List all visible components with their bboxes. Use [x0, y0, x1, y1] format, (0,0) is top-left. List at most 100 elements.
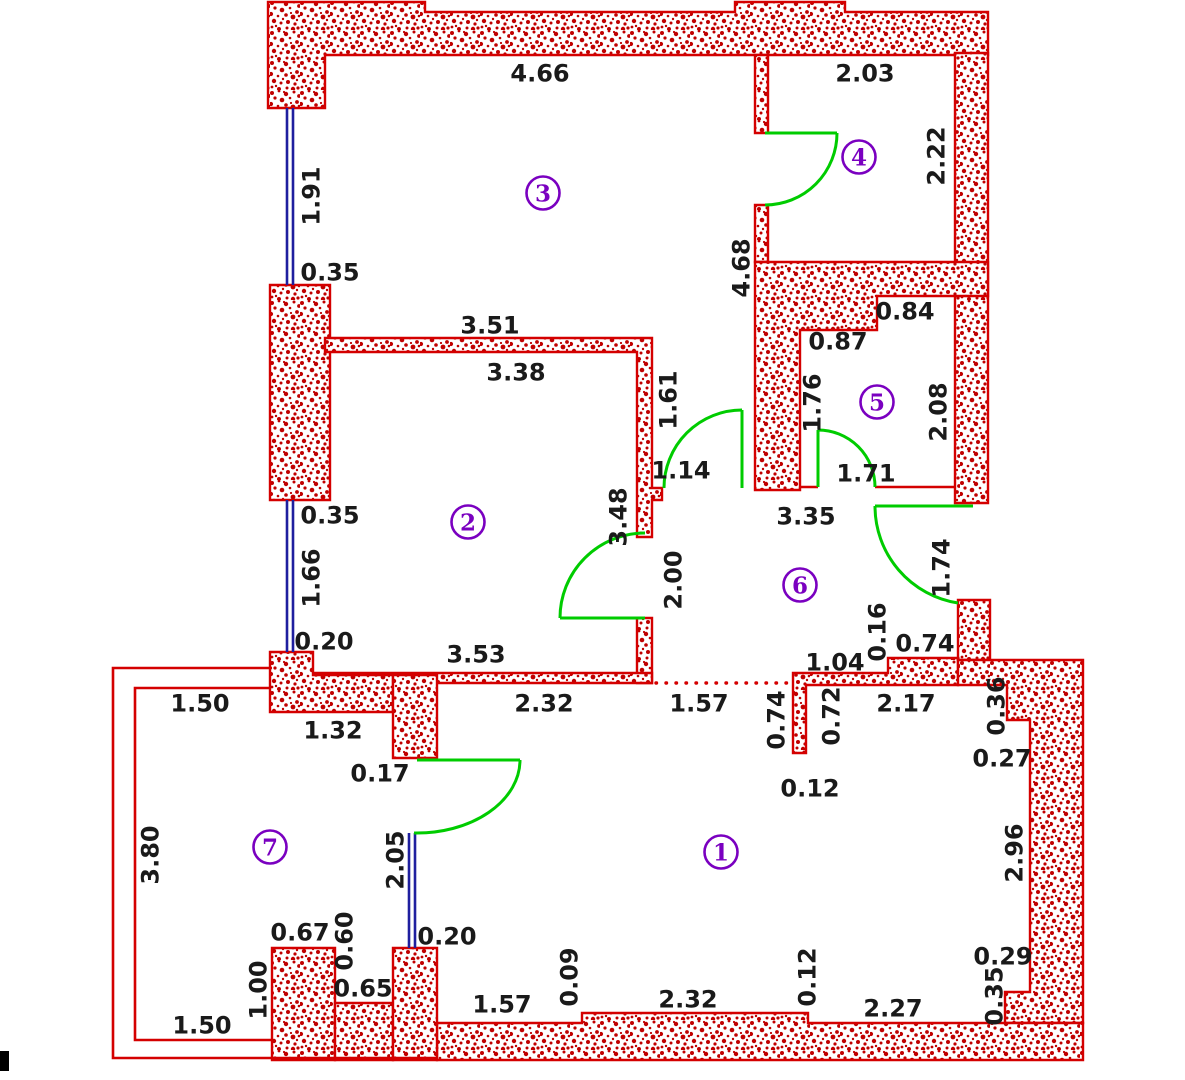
dimension-label: 1.32 [303, 717, 362, 745]
dimension-label: 1.66 [298, 548, 326, 607]
dimension-label: 0.09 [556, 947, 584, 1006]
dimension-label: 4.66 [510, 60, 569, 88]
dimension-label: 0.87 [808, 328, 867, 356]
dimension-label: 2.00 [660, 550, 688, 609]
room-marker-circle [703, 834, 739, 870]
dimension-label: 1.14 [651, 457, 710, 485]
window-2-05 [407, 833, 417, 948]
dimension-label: 0.65 [333, 975, 392, 1003]
wall-block-a [270, 946, 337, 1062]
door-hall-right [873, 504, 973, 605]
dimension-label: 3.51 [460, 312, 519, 340]
dimension-label: 1.50 [172, 1012, 231, 1040]
door-room7 [413, 758, 522, 835]
room-number: 2 [460, 509, 476, 536]
dimension-label: 2.22 [923, 126, 951, 185]
room-marker-circle [782, 567, 818, 603]
room-marker-circle [525, 175, 561, 211]
dimension-label: 0.20 [417, 923, 476, 951]
door-room2 [558, 531, 646, 620]
door-room3-hall [662, 408, 744, 489]
room-number: 1 [713, 839, 729, 866]
dimension-label: 2.32 [514, 690, 573, 718]
dimension-label: 2.05 [382, 830, 410, 889]
room-markers: 1 2 3 4 5 6 7 [252, 139, 895, 870]
dimension-label: 0.27 [972, 745, 1031, 773]
balcony-outline [111, 666, 437, 1060]
wall-block-b [391, 946, 439, 1062]
room-marker-circle [252, 829, 288, 865]
room-marker-7: 7 [252, 829, 288, 865]
dimension-label: 0.74 [895, 630, 954, 658]
dimension-label: 0.84 [875, 298, 934, 326]
room-marker-circle [841, 139, 877, 175]
dimension-label: 1.04 [805, 649, 864, 677]
dimension-label: 0.35 [300, 502, 359, 530]
dimension-label: 3.35 [776, 503, 835, 531]
wall-corner-room7 [268, 650, 395, 714]
dimension-label: 1.91 [298, 166, 326, 225]
windows [285, 108, 417, 948]
wall-pillar-below-door [956, 598, 992, 662]
dimension-label: 2.96 [1001, 823, 1029, 882]
room-marker-6: 6 [782, 567, 818, 603]
room-number: 5 [869, 389, 885, 416]
dimension-label: 3.48 [605, 487, 633, 546]
wall-room2-top-partition [323, 336, 664, 539]
dimension-label: 0.17 [350, 760, 409, 788]
window-1-91 [285, 108, 295, 285]
dimension-label: 1.71 [836, 460, 895, 488]
dimension-label: 1.57 [472, 991, 531, 1019]
dimension-label: 2.08 [925, 382, 953, 441]
dimension-label: 1.57 [669, 690, 728, 718]
room-marker-1: 1 [703, 834, 739, 870]
wall-room4-left-a [753, 53, 770, 135]
dimension-label: 3.38 [486, 359, 545, 387]
corner-artifact [0, 1051, 9, 1071]
wall-top-band [266, 0, 990, 110]
wall-left-pillar [268, 283, 332, 502]
dimension-label: 1.00 [245, 960, 273, 1019]
room-marker-2: 2 [450, 504, 486, 540]
room-marker-circle [450, 504, 486, 540]
dimension-label: 3.53 [446, 641, 505, 669]
dimension-label: 0.35 [981, 966, 1009, 1025]
room-number: 3 [535, 180, 551, 207]
dimension-label: 1.61 [655, 370, 683, 429]
room-marker-4: 4 [841, 139, 877, 175]
dimension-label: 0.60 [331, 911, 359, 970]
dimension-label: 2.03 [835, 60, 894, 88]
dimension-label: 0.16 [864, 602, 892, 661]
dimension-label: 2.17 [876, 690, 935, 718]
dimension-label: 0.12 [780, 775, 839, 803]
room-number: 6 [792, 572, 808, 599]
walls [266, 0, 1085, 1062]
dimension-label: 0.20 [294, 628, 353, 656]
door-room4 [764, 131, 839, 207]
dimension-label: 4.68 [728, 238, 756, 297]
wall-room4-left-b [753, 203, 770, 264]
dimension-label: 0.72 [818, 686, 846, 745]
dimension-label: 1.74 [928, 538, 956, 597]
wall-room5-top [753, 260, 990, 492]
room-marker-3: 3 [525, 175, 561, 211]
dimension-label: 1.50 [170, 690, 229, 718]
dimension-labels: 4.66 2.03 1.91 2.22 0.35 4.68 0.84 0.87 3.51 3.38… [137, 60, 1033, 1040]
room-number: 4 [851, 144, 867, 171]
dimension-label: 3.80 [137, 825, 165, 884]
wall-right-lower [956, 658, 1085, 1025]
dimension-label: 0.29 [973, 943, 1032, 971]
wall-block-mid [333, 1001, 395, 1062]
wall-bottom [435, 1011, 1085, 1062]
room-marker-circle [859, 384, 895, 420]
dimension-label: 1.76 [799, 373, 827, 432]
dimension-label: 0.67 [270, 919, 329, 947]
window-1-66 [285, 500, 295, 652]
doors [413, 131, 973, 835]
dimension-label: 2.27 [863, 995, 922, 1023]
wall-pillar-room7-door [391, 673, 439, 760]
dimension-label: 0.74 [763, 690, 791, 749]
room-marker-5: 5 [859, 384, 895, 420]
